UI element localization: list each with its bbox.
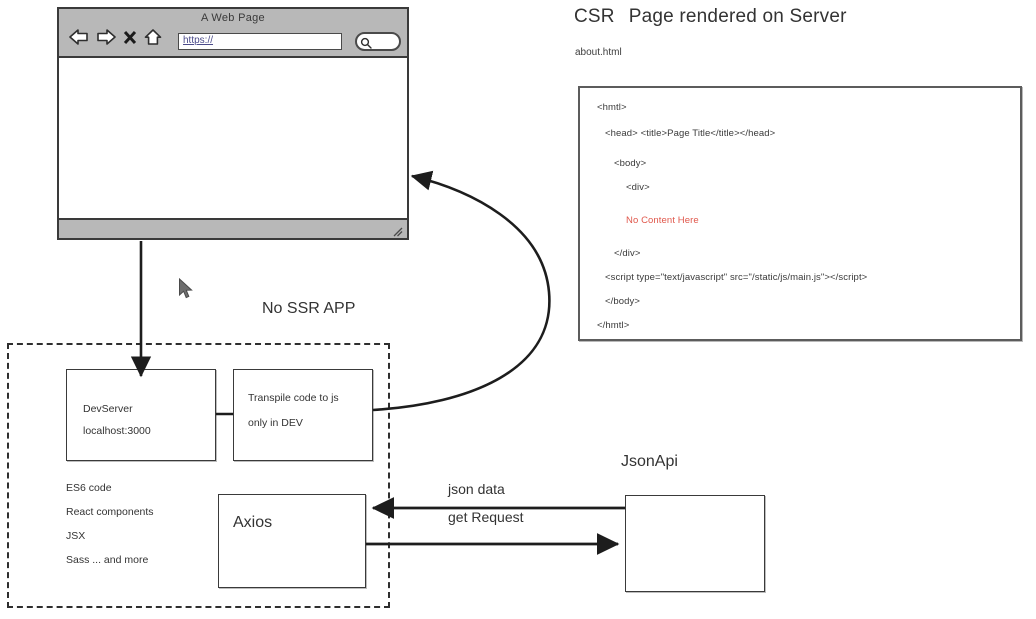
get-request-arrow-label: get Request: [448, 509, 524, 525]
code-line: <head> <title>Page Title</title></head>: [605, 128, 776, 139]
browser-nav-icons: [69, 29, 162, 45]
browser-viewport: [59, 58, 407, 216]
tech-item: JSX: [66, 530, 86, 542]
browser-toolbar: A Web Page: [59, 9, 407, 58]
axios-label: Axios: [233, 514, 273, 531]
devserver-line1: DevServer: [83, 403, 133, 415]
jsonapi-label: JsonApi: [621, 453, 678, 470]
browser-search-box[interactable]: [355, 32, 401, 51]
tech-item: Sass ... and more: [66, 554, 149, 566]
rendered-html-panel: <hmtl> <head> <title>Page Title</title></…: [578, 86, 1022, 341]
tech-item: ES6 code: [66, 482, 112, 494]
jsonapi-box[interactable]: [625, 495, 765, 592]
transpile-box[interactable]: Transpile code to js only in DEV: [233, 369, 373, 461]
code-line: No Content Here: [626, 215, 699, 226]
browser-status-bar: [59, 218, 407, 238]
page-title: CSR Page rendered on Server: [574, 6, 847, 28]
devserver-box[interactable]: DevServer localhost:3000: [66, 369, 216, 461]
tech-stack-list: ES6 code React components JSX Sass ... a…: [66, 482, 154, 566]
page-title-csr: CSR: [574, 6, 615, 27]
close-x-icon[interactable]: [123, 30, 137, 45]
code-line: <body>: [614, 158, 647, 169]
code-line: <div>: [626, 182, 650, 193]
code-line: <hmtl>: [597, 102, 627, 113]
browser-title: A Web Page: [201, 12, 265, 24]
transpile-line1: Transpile code to js: [248, 392, 339, 404]
home-icon[interactable]: [144, 29, 162, 45]
no-ssr-app-label: No SSR APP: [262, 300, 356, 317]
mouse-pointer-icon: [178, 277, 194, 305]
code-line: <script type="text/javascript" src="/sta…: [605, 272, 868, 283]
page-title-sub: Page rendered on Server: [628, 6, 847, 27]
transpile-line2: only in DEV: [248, 417, 303, 429]
devserver-line2: localhost:3000: [83, 425, 151, 437]
tech-item: React components: [66, 506, 154, 518]
back-arrow-icon[interactable]: [69, 29, 89, 45]
resize-grip-icon[interactable]: [391, 224, 403, 242]
url-input[interactable]: https://: [178, 33, 342, 50]
file-name-label: about.html: [575, 47, 622, 58]
magnifier-icon: [360, 36, 372, 54]
code-line: </hmtl>: [597, 320, 630, 331]
browser-window-mockup: A Web Page: [57, 7, 409, 240]
forward-arrow-icon[interactable]: [96, 29, 116, 45]
code-line: </div>: [614, 248, 641, 259]
json-data-arrow-label: json data: [448, 481, 505, 497]
axios-box[interactable]: Axios: [218, 494, 366, 588]
no-ssr-app-boundary: [7, 343, 390, 608]
code-line: </body>: [605, 296, 641, 307]
url-value: https://: [183, 35, 214, 46]
